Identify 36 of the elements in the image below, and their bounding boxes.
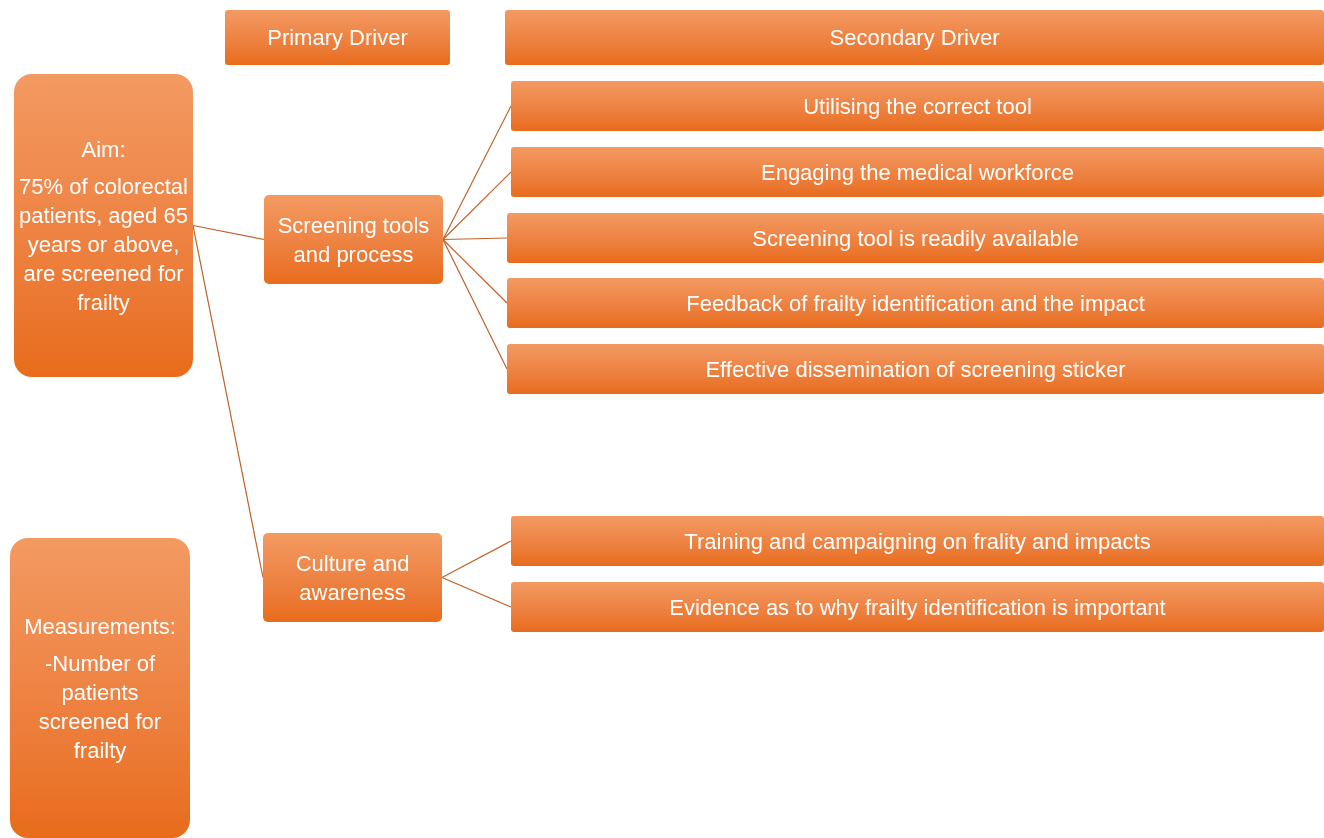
secondary-driver-box <box>511 147 1324 197</box>
box-text: Feedback of frailty identification and the impact <box>686 289 1145 318</box>
aim-box <box>10 538 190 838</box>
connector-line <box>442 237 508 241</box>
secondary-driver-box <box>507 213 1324 263</box>
secondary-driver-box <box>511 81 1324 131</box>
connector-line <box>442 238 508 370</box>
box-text: Engaging the medical workforce <box>760 158 1075 187</box>
box-heading: Measurements: <box>24 612 176 641</box>
box-text: Effective dissemination of screening sticker <box>705 355 1126 384</box>
secondary-driver-box <box>507 278 1324 328</box>
box-text: Utilising the correct tool <box>803 92 1032 121</box>
secondary-driver-box <box>511 516 1324 566</box>
box-text: Screening tool is readily available <box>752 224 1079 253</box>
primary-driver-box <box>264 195 443 284</box>
connector-line <box>441 540 512 579</box>
box-text: Training and campaigning on frality and impacts <box>684 527 1151 556</box>
connector-line <box>442 105 512 241</box>
secondary-driver-box <box>511 582 1324 632</box>
connector-line <box>442 171 512 241</box>
box-heading: Aim: <box>81 135 126 164</box>
box-text: Culture and awareness <box>294 549 411 607</box>
box-text: Secondary Driver <box>829 24 1000 52</box>
secondary-driver-box <box>507 344 1324 394</box>
box-text: Evidence as to why frailty identification is important <box>669 593 1166 622</box>
column-header-box <box>225 10 450 65</box>
connector-line <box>442 238 508 304</box>
box-text: Screening tools and process <box>276 211 431 269</box>
connector-line <box>192 224 265 241</box>
connector-line <box>441 576 512 608</box>
box-text: Primary Driver <box>267 24 408 52</box>
aim-box <box>14 74 193 377</box>
box-text: -Number of patients screened for frailty <box>37 649 163 765</box>
column-header-box <box>505 10 1324 65</box>
box-text: 75% of colorectal patients, aged 65 years or above, are screened for frailty <box>18 172 189 317</box>
primary-driver-box <box>263 533 442 622</box>
